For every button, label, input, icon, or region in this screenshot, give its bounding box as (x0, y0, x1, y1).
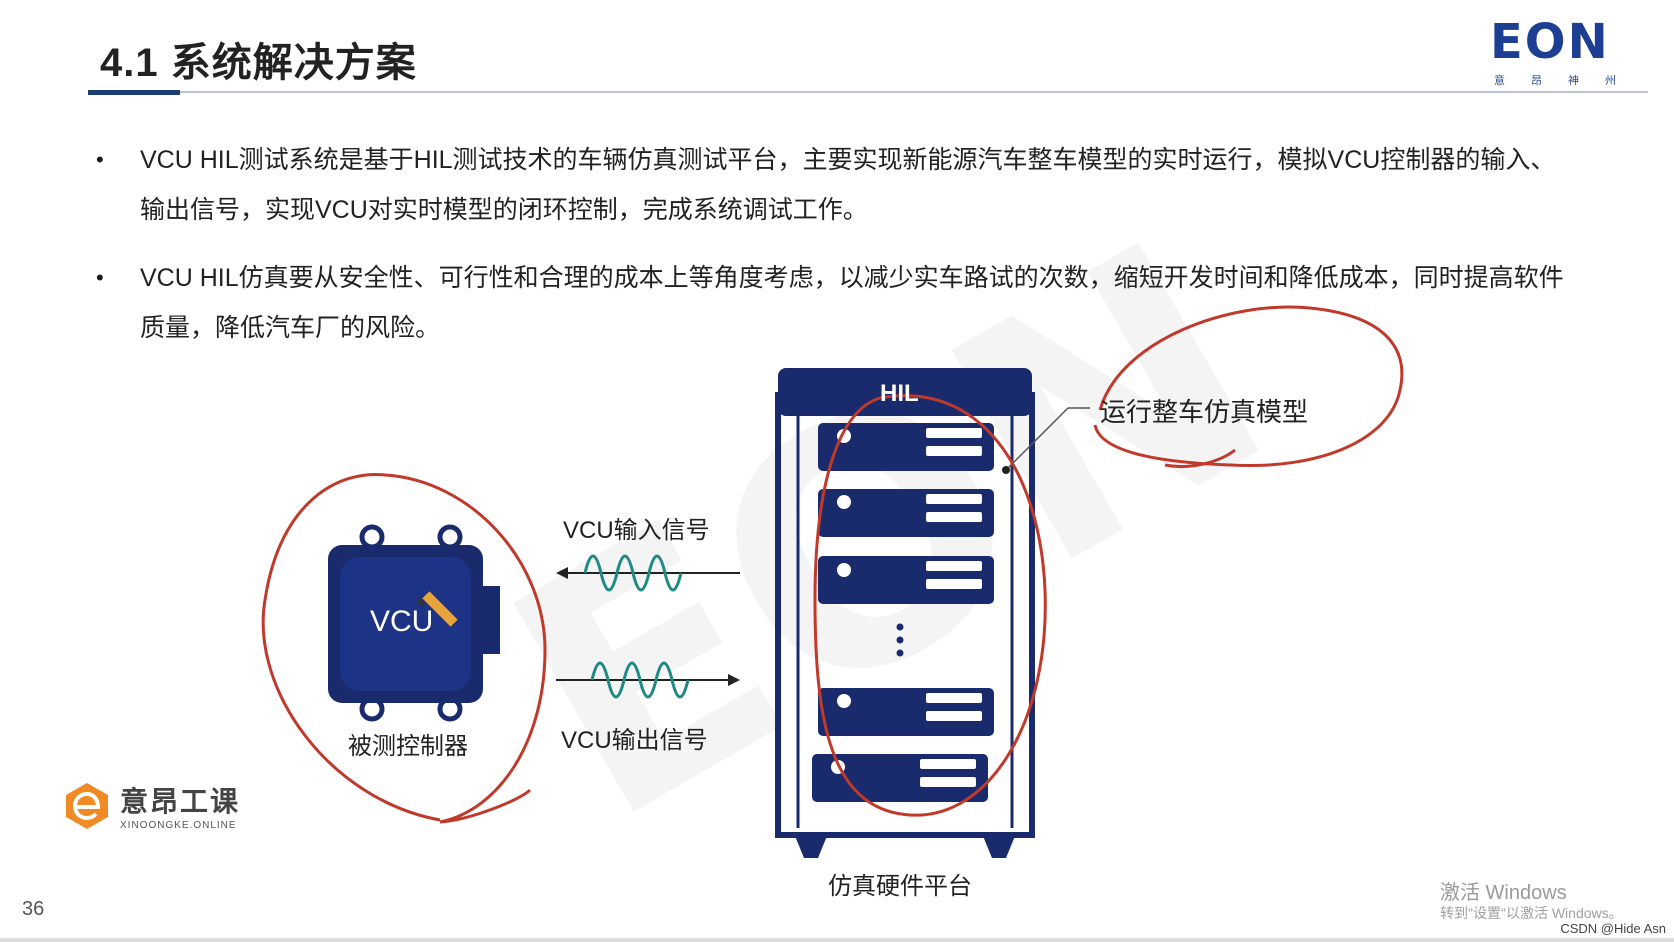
vcu-device (328, 524, 500, 722)
model-label: 运行整车仿真模型 (1100, 397, 1309, 427)
logo-sub-char: 州 (1605, 75, 1616, 87)
hil-cabinet (775, 368, 1035, 858)
input-signal-label: VCU输入信号 (563, 517, 710, 544)
brand-block: 意昂工课 XINOONGKE.ONLINE (62, 780, 240, 831)
activate-windows-title: 激活 Windows (1440, 882, 1567, 904)
red-annotation-circles (261, 305, 1404, 824)
logo-text: EON (1490, 14, 1610, 70)
pencil-icon (417, 591, 458, 627)
logo-sub-char: 昂 (1531, 75, 1542, 87)
controller-label: 被测控制器 (348, 733, 468, 760)
eon-logo: EON 意 昂 神 州 (1490, 14, 1620, 90)
bullet-marker: • (96, 147, 104, 172)
bullet-marker: • (96, 265, 104, 290)
vcu-label: VCU (370, 605, 434, 638)
title-divider (88, 91, 1648, 93)
output-signal-arrow (556, 661, 740, 699)
bullet-text: VCU HIL测试系统是基于HIL测试技术的车辆仿真测试平台，主要实现新能源汽车… (140, 146, 1556, 224)
output-signal-label: VCU输出信号 (561, 727, 708, 754)
ellipsis-dots (896, 623, 904, 657)
bottom-bar (0, 938, 1674, 942)
slide-title: 4.1 系统解决方案 (100, 41, 417, 85)
source-credit: CSDN @Hide Asn (1560, 921, 1666, 936)
hil-label: HIL (880, 380, 919, 407)
brand-e-icon (66, 782, 108, 829)
title-divider-accent (88, 90, 180, 95)
page-number: 36 (22, 898, 45, 920)
logo-subtitle: 意 昂 神 州 (1490, 72, 1620, 88)
model-leader-line (1002, 407, 1090, 474)
logo-sub-char: 意 (1494, 75, 1505, 87)
brand-name: 意昂工课 (120, 786, 241, 817)
activate-windows-subtitle: 转到"设置"以激活 Windows。 (1440, 905, 1623, 921)
brand-text: 意昂工课 XINOONGKE.ONLINE (120, 780, 240, 831)
logo-sub-char: 神 (1568, 75, 1579, 87)
brand-sub: XINOONGKE.ONLINE (120, 820, 237, 831)
bullet-item: • VCU HIL测试系统是基于HIL测试技术的车辆仿真测试平台，主要实现新能源… (96, 135, 1566, 235)
bullet-item: • VCU HIL仿真要从安全性、可行性和合理的成本上等角度考虑，以减少实车路试… (96, 253, 1566, 353)
server-indicators (831, 428, 982, 787)
platform-label: 仿真硬件平台 (828, 873, 972, 900)
input-signal-arrow (556, 554, 740, 592)
bullet-list: • VCU HIL测试系统是基于HIL测试技术的车辆仿真测试平台，主要实现新能源… (96, 135, 1566, 371)
bullet-text: VCU HIL仿真要从安全性、可行性和合理的成本上等角度考虑，以减少实车路试的次… (140, 264, 1564, 342)
